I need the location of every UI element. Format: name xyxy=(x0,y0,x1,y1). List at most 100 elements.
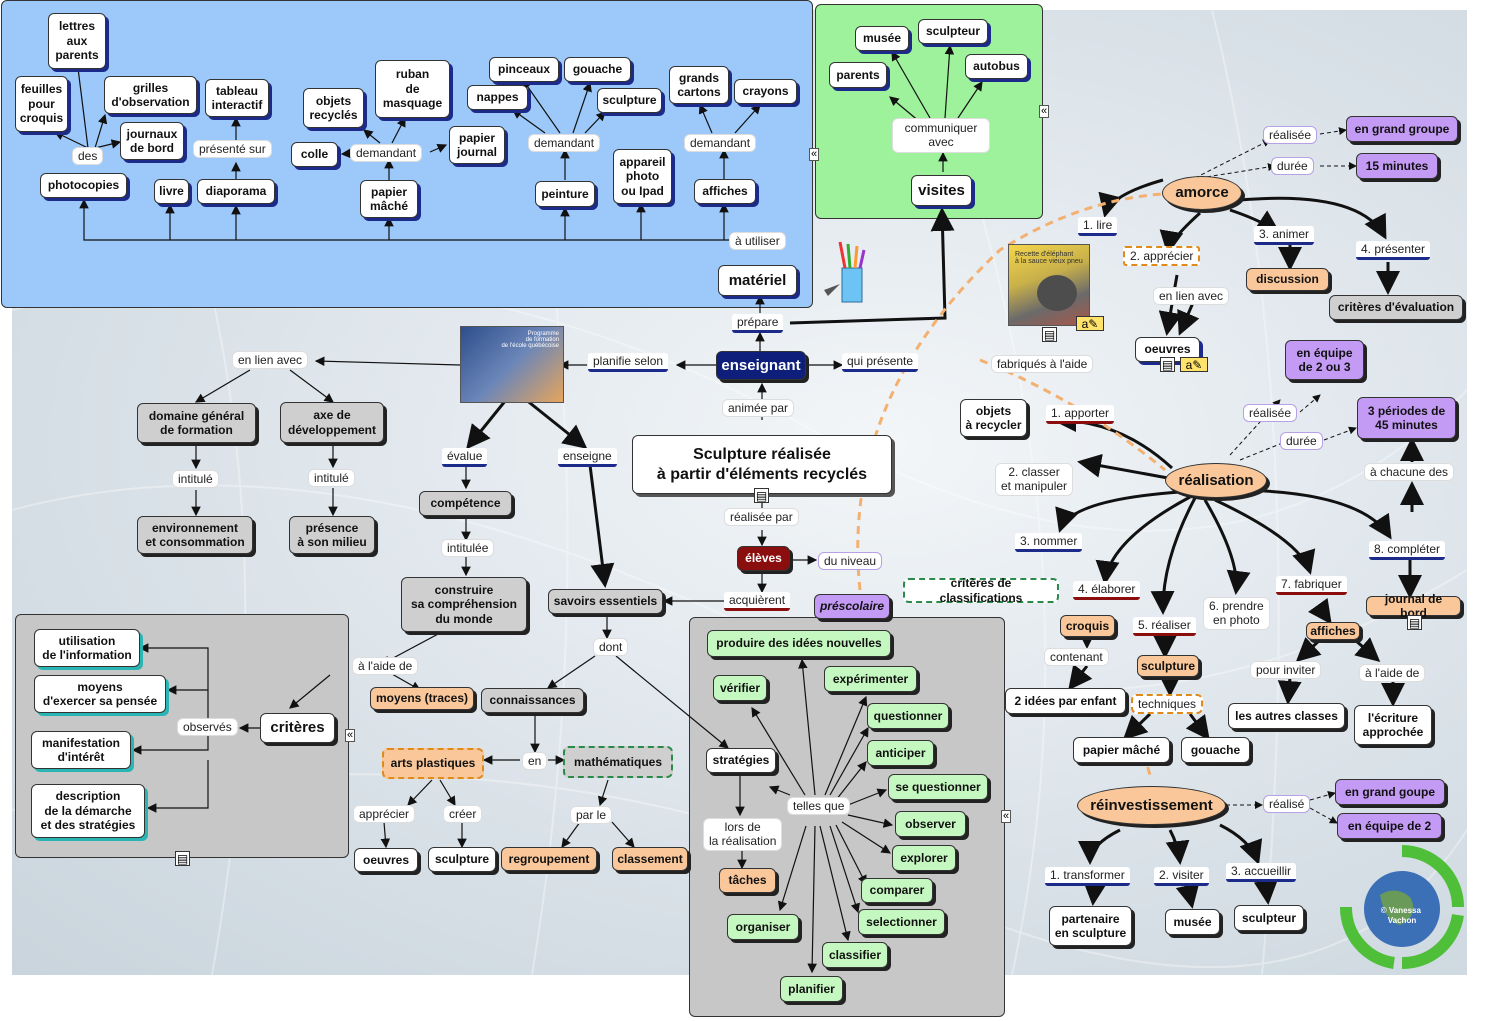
node-arts-plastiques[interactable]: arts plastiques xyxy=(382,748,484,779)
journal-document-icon[interactable]: ▤ xyxy=(1407,615,1422,630)
node-autobus[interactable]: autobus xyxy=(965,54,1028,79)
node-15-minutes[interactable]: 15 minutes xyxy=(1356,153,1438,179)
node-croquis[interactable]: croquis xyxy=(1060,615,1115,637)
node-materiel[interactable]: matériel xyxy=(718,265,797,296)
node-enseignant[interactable]: enseignant xyxy=(716,351,806,380)
book-document-icon[interactable]: ▤ xyxy=(1042,327,1057,342)
node-sculpteur-reinvest[interactable]: sculpteur xyxy=(1234,905,1304,931)
node-prescolaire[interactable]: préscolaire xyxy=(814,594,890,619)
node-parents[interactable]: parents xyxy=(829,62,887,88)
node-criteres-classifications[interactable]: critères de classifications xyxy=(903,576,1059,605)
node-presence-milieu[interactable]: présence à son milieu xyxy=(289,516,375,554)
node-journaux-de-bord[interactable]: journaux de bord xyxy=(120,122,184,160)
node-papier-mache[interactable]: papier mâché xyxy=(360,180,418,218)
node-se-questionner[interactable]: se questionner xyxy=(888,774,988,800)
node-title[interactable]: Sculpture réalisée à partir d'éléments r… xyxy=(632,435,892,494)
node-journal-de-bord[interactable]: journal de bord xyxy=(1366,592,1461,620)
node-sculpture-realisation[interactable]: sculpture xyxy=(1137,655,1199,677)
node-musee-visite[interactable]: musée xyxy=(855,26,909,51)
node-pinceaux[interactable]: pinceaux xyxy=(489,57,559,82)
collapse-strategies-icon[interactable]: « xyxy=(1001,810,1012,823)
node-classifier[interactable]: classifier xyxy=(822,942,888,968)
node-grilles-observation[interactable]: grilles d'observation xyxy=(104,76,197,114)
node-appareil-photo[interactable]: appareil photo ou Ipad xyxy=(613,149,672,204)
node-ruban-de-masquage[interactable]: ruban de masquage xyxy=(375,60,450,118)
node-musee-reinvest[interactable]: musée xyxy=(1165,909,1220,935)
node-photocopies[interactable]: photocopies xyxy=(40,173,127,198)
criteres-document-icon[interactable]: ▤ xyxy=(175,851,190,866)
node-amorce[interactable]: amorce xyxy=(1162,176,1242,210)
node-colle[interactable]: colle xyxy=(291,142,338,167)
node-affiches-materiel[interactable]: affiches xyxy=(694,179,756,204)
node-livre[interactable]: livre xyxy=(154,179,189,204)
node-en-equipe-2-3[interactable]: en équipe de 2 ou 3 xyxy=(1285,340,1364,380)
node-organiser[interactable]: organiser xyxy=(727,914,799,940)
node-observer[interactable]: observer xyxy=(895,811,966,837)
node-reinvestissement[interactable]: réinvestissement xyxy=(1077,786,1226,825)
node-domaine-general[interactable]: domaine général de formation xyxy=(137,403,256,443)
node-affiches-realisation[interactable]: affiches xyxy=(1306,622,1360,640)
collapse-criteres-icon[interactable]: « xyxy=(345,729,356,742)
node-sculpteur-visite[interactable]: sculpteur xyxy=(918,19,988,44)
node-construire[interactable]: construire sa compréhension du monde xyxy=(401,577,527,632)
node-objets-recycles[interactable]: objets recyclés xyxy=(303,88,364,128)
node-produire-idees[interactable]: produire des idées nouvelles xyxy=(707,630,891,657)
node-sculpture-arts[interactable]: sculpture xyxy=(428,847,496,872)
node-gouache-technique[interactable]: gouache xyxy=(1181,737,1250,763)
node-competence[interactable]: compétence xyxy=(419,491,512,516)
node-oeuvres-arts[interactable]: oeuvres xyxy=(354,848,418,872)
node-regroupement[interactable]: regroupement xyxy=(501,847,597,871)
node-visites[interactable]: visites xyxy=(911,175,972,206)
node-connaissances[interactable]: connaissances xyxy=(481,688,584,713)
node-objets-a-recycler[interactable]: objets à recycler xyxy=(960,399,1027,437)
node-taches[interactable]: tâches xyxy=(719,868,776,893)
node-papier-mache-technique[interactable]: papier mâché xyxy=(1073,737,1170,763)
node-discussion[interactable]: discussion xyxy=(1246,268,1329,291)
node-autres-classes[interactable]: les autres classes xyxy=(1228,703,1345,729)
node-2-idees[interactable]: 2 idées par enfant xyxy=(1005,688,1126,714)
node-comparer[interactable]: comparer xyxy=(861,878,933,903)
node-utilisation-information[interactable]: utilisation de l'information xyxy=(34,629,140,667)
node-sculpture-materiel[interactable]: sculpture xyxy=(597,88,662,113)
node-moyens-exercer-pensee[interactable]: moyens d'exercer sa pensée xyxy=(34,675,166,713)
node-feuilles-pour-croquis[interactable]: feuilles pour croquis xyxy=(15,76,68,132)
node-savoirs-essentiels[interactable]: savoirs essentiels xyxy=(548,589,663,614)
book-image-icon[interactable]: a✎ xyxy=(1076,316,1104,331)
node-anticiper[interactable]: anticiper xyxy=(867,740,934,766)
node-crayons[interactable]: crayons xyxy=(734,79,797,104)
node-en-grand-groupe[interactable]: en grand groupe xyxy=(1346,116,1458,142)
oeuvres-image-icon[interactable]: a✎ xyxy=(1180,357,1208,372)
oeuvres-document-icon[interactable]: ▤ xyxy=(1160,357,1175,372)
node-ecriture-approchee[interactable]: l'écriture approchée xyxy=(1354,705,1432,745)
node-peinture[interactable]: peinture xyxy=(535,181,595,207)
node-description-demarche[interactable]: description de la démarche et des straté… xyxy=(31,784,145,838)
node-criteres[interactable]: critères xyxy=(260,713,335,743)
node-explorer[interactable]: explorer xyxy=(892,845,956,871)
node-moyens-traces[interactable]: moyens (traces) xyxy=(370,687,474,710)
node-strategies[interactable]: stratégies xyxy=(706,748,776,773)
node-grands-cartons[interactable]: grands cartons xyxy=(669,66,729,104)
node-papier-journal[interactable]: papier journal xyxy=(449,126,505,164)
node-lettres-aux-parents[interactable]: lettres aux parents xyxy=(48,13,106,69)
node-manifestation-interet[interactable]: manifestation d'intérêt xyxy=(31,731,131,769)
node-en-grand-goupe[interactable]: en grand goupe xyxy=(1335,779,1445,805)
collapse-materiel-icon[interactable]: « xyxy=(809,148,820,161)
node-gouache[interactable]: gouache xyxy=(564,57,631,82)
node-3-periodes[interactable]: 3 périodes de 45 minutes xyxy=(1357,397,1456,439)
node-partenaire-sculpture[interactable]: partenaire en sculpture xyxy=(1049,906,1132,946)
node-selectionner[interactable]: selectionner xyxy=(858,909,945,935)
node-verifier[interactable]: vérifier xyxy=(713,675,767,701)
node-questionner[interactable]: questionner xyxy=(867,703,949,729)
node-diaporama[interactable]: diaporama xyxy=(197,179,275,204)
node-en-equipe-de-2[interactable]: en équipe de 2 xyxy=(1337,813,1442,839)
node-tableau-interactif[interactable]: tableau interactif xyxy=(205,79,269,117)
node-mathematiques[interactable]: mathématiques xyxy=(563,746,673,778)
node-classement[interactable]: classement xyxy=(612,847,688,871)
node-planifier[interactable]: planifier xyxy=(780,976,843,1002)
node-axe-developpement[interactable]: axe de développement xyxy=(280,402,384,443)
node-environnement[interactable]: environnement et consommation xyxy=(137,516,253,554)
node-realisation[interactable]: réalisation xyxy=(1165,463,1267,498)
node-criteres-evaluation[interactable]: critères d'évaluation xyxy=(1329,295,1463,320)
collapse-visites-icon[interactable]: « xyxy=(1039,105,1050,118)
node-nappes[interactable]: nappes xyxy=(467,85,528,110)
